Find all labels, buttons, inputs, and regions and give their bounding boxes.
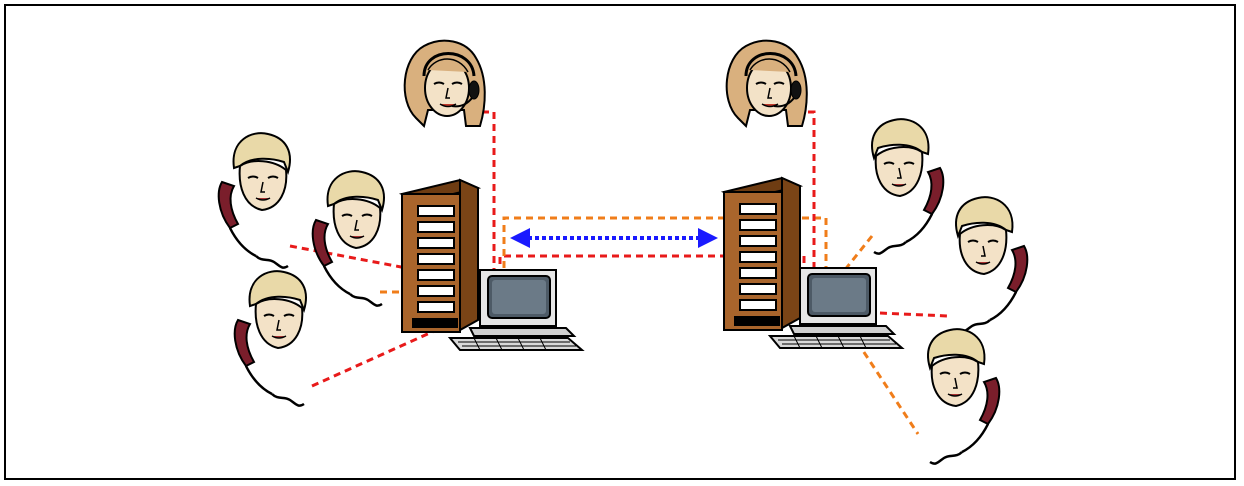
left-caller-1-icon [217, 131, 292, 269]
right-caller-3-icon [926, 327, 1001, 465]
site-link-arrow [510, 228, 718, 248]
left-caller-3-icon [233, 269, 308, 407]
arrow-head-right-icon [698, 228, 718, 248]
diagram-frame [4, 4, 1236, 480]
right-caller-1-icon [870, 117, 945, 255]
right-caller-2-icon [954, 195, 1029, 333]
right-operator-icon [725, 39, 809, 128]
left-server-icon [401, 179, 479, 333]
left-caller-2-icon [311, 169, 386, 307]
link-right-operator-workstation [808, 110, 816, 278]
left-operator-icon [403, 39, 487, 128]
link-right-caller-3 [842, 321, 920, 435]
right-server-icon [723, 177, 801, 331]
arrow-head-left-icon [510, 228, 530, 248]
link-sites-orange [502, 216, 828, 292]
